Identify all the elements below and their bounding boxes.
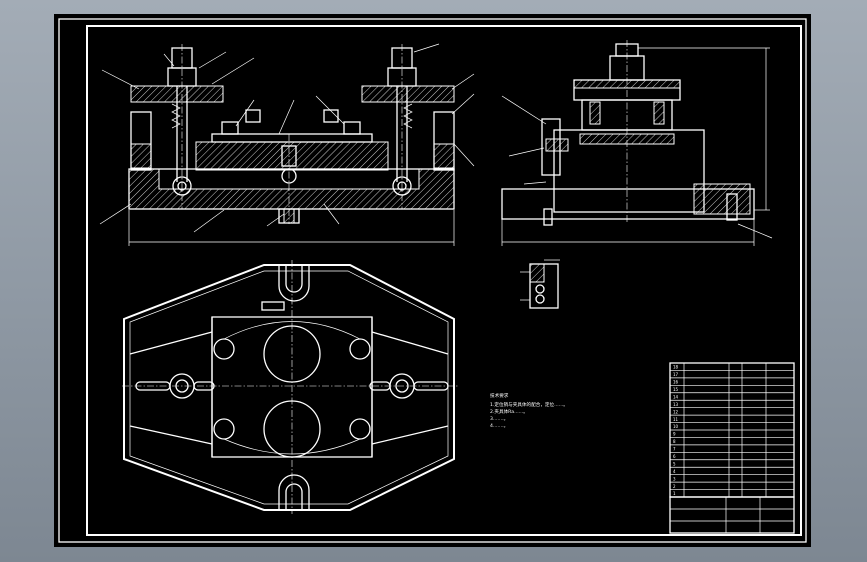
cad-drawing: 技术要求 1.定位销与夹具体的配合，定位……。 2.夹具体Ra……。 3.……。… [58, 18, 807, 543]
parts-list-cell: 18 [673, 365, 679, 370]
parts-list-cell: 15 [673, 387, 679, 392]
tech-line-3: 3.……。 [490, 416, 508, 422]
tech-line-4: 4.……。 [490, 423, 508, 429]
parts-list-cell: 12 [673, 409, 679, 414]
plan-slot-top [278, 265, 310, 302]
front-column-right [433, 111, 455, 171]
parts-list-cell: 11 [673, 417, 679, 422]
front-column-right-hatch [433, 143, 455, 169]
front-arm-right [361, 85, 455, 103]
detail-view [520, 259, 560, 309]
tech-heading: 技术要求 [490, 392, 509, 399]
outer-border [58, 18, 807, 543]
side-base [501, 188, 755, 220]
parts-list-cell: 6 [673, 454, 676, 459]
parts-list: 18 17 16 15 14 13 12 11 10 9 8 7 6 5 4 3 2 1 [669, 362, 795, 498]
parts-list-cell: 3 [673, 476, 676, 481]
plan-view [122, 260, 458, 514]
front-pin-right [392, 176, 412, 196]
parts-list-cell: 16 [673, 380, 679, 385]
side-body [553, 129, 705, 213]
front-view [99, 43, 475, 246]
parts-list-cell: 14 [673, 394, 679, 399]
front-column-left [130, 111, 152, 171]
tech-line-2: 2.夹具体Ra……。 [490, 408, 528, 415]
side-view [501, 40, 773, 246]
drawing-sheet: 技术要求 1.定位销与夹具体的配合，定位……。 2.夹具体Ra……。 3.……。… [54, 14, 811, 547]
front-column-left-hatch [130, 143, 152, 169]
front-pin-left [172, 176, 192, 196]
parts-list-cell: 7 [673, 447, 676, 452]
parts-list-cell: 9 [673, 432, 676, 437]
parts-list-cell: 8 [673, 439, 676, 444]
front-base-hatch [128, 168, 455, 210]
tech-requirements: 技术要求 1.定位销与夹具体的配合，定位……。 2.夹具体Ra……。 3.……。… [490, 392, 568, 429]
inner-border [86, 25, 802, 536]
parts-list-cell: 1 [673, 491, 676, 496]
plan-slot-bottom [278, 474, 310, 510]
parts-list-cell: 17 [673, 372, 679, 377]
front-work-plate [211, 133, 373, 143]
plan-outline [123, 264, 455, 511]
parts-list-cell: 10 [673, 424, 679, 429]
tech-line-1: 1.定位销与夹具体的配合，定位……。 [490, 401, 568, 408]
parts-list-cell: 2 [673, 484, 676, 489]
title-block [669, 496, 795, 534]
parts-list-cell: 5 [673, 461, 676, 466]
parts-list-cell: 13 [673, 402, 679, 407]
parts-list-cell: 4 [673, 469, 676, 474]
